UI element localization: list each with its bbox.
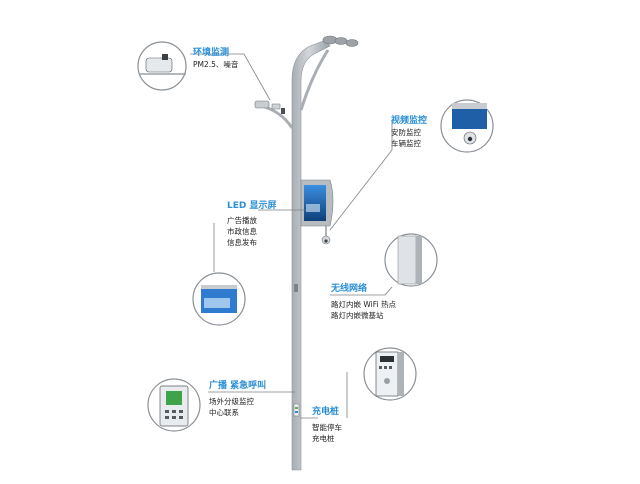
wifi-label: 无线网络 路灯内嵌 WiFi 热点 路灯内嵌微基站: [331, 284, 396, 321]
led-desc-2: 市政信息: [227, 227, 257, 236]
charge-label: 充电桩 智能停车 充电桩: [312, 407, 342, 444]
camera-callout: [440, 99, 494, 153]
pole-led-screen: [300, 179, 334, 245]
video-desc-2: 车辆监控: [391, 139, 421, 148]
wifi-desc-1: 路灯内嵌 WiFi 热点: [331, 300, 396, 309]
charge-desc-1: 智能停车: [312, 423, 342, 432]
video-title: 视频监控: [391, 116, 428, 126]
led-desc-1: 广告播放: [227, 216, 257, 225]
led-label: LED 显示屏 广告播放 市政信息 信息发布: [227, 201, 277, 248]
led-title: LED 显示屏: [227, 201, 277, 211]
lamp-pole: [254, 35, 359, 471]
charge-desc-2: 充电桩: [312, 434, 335, 443]
env-sensor-callout: [137, 41, 187, 91]
video-label: 视频监控 安防监控 车辆监控: [391, 116, 427, 149]
wifi-title: 无线网络: [331, 284, 368, 294]
charging-callout: [363, 347, 417, 401]
charge-title: 充电桩: [312, 407, 340, 417]
video-desc-1: 安防监控: [391, 128, 421, 137]
env-title: 环境监测: [193, 48, 230, 58]
callout-lines: [190, 53, 393, 419]
wifi-callout: [384, 233, 438, 287]
broadcast-title: 广播 紧急呼叫: [209, 381, 267, 391]
broadcast-callout: [147, 378, 201, 432]
env-label: 环境监测 PM2.5、噪音: [193, 48, 238, 70]
broadcast-label: 广播 紧急呼叫 场外分级监控 中心联系: [209, 381, 266, 418]
broadcast-desc-2: 中心联系: [209, 408, 239, 417]
env-desc-1: PM2.5、噪音: [193, 60, 239, 69]
broadcast-desc-1: 场外分级监控: [209, 397, 254, 406]
wifi-desc-2: 路灯内嵌微基站: [331, 311, 384, 320]
led-desc-3: 信息发布: [227, 238, 257, 247]
led-screen-callout: [192, 272, 246, 326]
